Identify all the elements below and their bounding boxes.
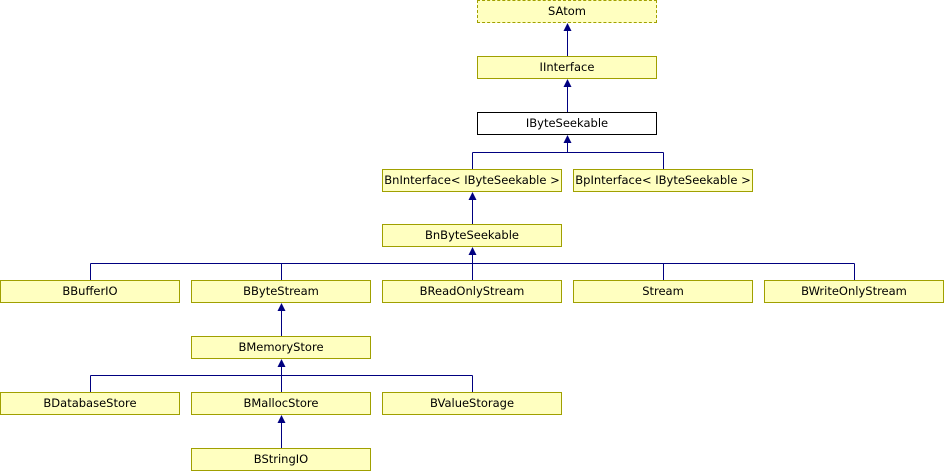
node-bbufferio[interactable]: BBufferIO <box>0 280 180 303</box>
node-label: BnByteSeekable <box>425 228 519 242</box>
node-label: BDatabaseStore <box>43 396 137 410</box>
node-iinterface[interactable]: IInterface <box>477 56 657 79</box>
node-bbytestream[interactable]: BByteStream <box>191 280 371 303</box>
node-label: Stream <box>642 284 684 298</box>
node-label: BBufferIO <box>62 284 118 298</box>
node-label: BnInterface< IByteSeekable > <box>384 173 560 187</box>
node-bvaluestorage[interactable]: BValueStorage <box>382 392 562 415</box>
node-label: BWriteOnlyStream <box>801 284 907 298</box>
node-ibyteseekable-current: IByteSeekable <box>477 112 657 135</box>
node-bninterface[interactable]: BnInterface< IByteSeekable > <box>382 169 562 192</box>
node-label: BMemoryStore <box>238 340 324 354</box>
node-label: IInterface <box>539 60 595 74</box>
node-stream[interactable]: Stream <box>573 280 753 303</box>
node-bstringio[interactable]: BStringIO <box>191 448 371 471</box>
node-label: BStringIO <box>253 452 309 466</box>
node-bnbyteseekable[interactable]: BnByteSeekable <box>382 224 562 247</box>
node-bmemorystore[interactable]: BMemoryStore <box>191 336 371 359</box>
node-bmallocstore[interactable]: BMallocStore <box>191 392 371 415</box>
node-satom[interactable]: SAtom <box>477 0 657 23</box>
node-label: BValueStorage <box>429 396 515 410</box>
node-label: BReadOnlyStream <box>419 284 525 298</box>
node-label: BMallocStore <box>243 396 319 410</box>
node-bpinterface[interactable]: BpInterface< IByteSeekable > <box>573 169 753 192</box>
node-label: IByteSeekable <box>525 116 609 130</box>
node-bdatabasestore[interactable]: BDatabaseStore <box>0 392 180 415</box>
node-bwriteonlystream[interactable]: BWriteOnlyStream <box>764 280 944 303</box>
node-breadonlystream[interactable]: BReadOnlyStream <box>382 280 562 303</box>
node-label: BpInterface< IByteSeekable > <box>575 173 751 187</box>
node-label: BByteStream <box>243 284 319 298</box>
node-label: SAtom <box>548 4 586 18</box>
